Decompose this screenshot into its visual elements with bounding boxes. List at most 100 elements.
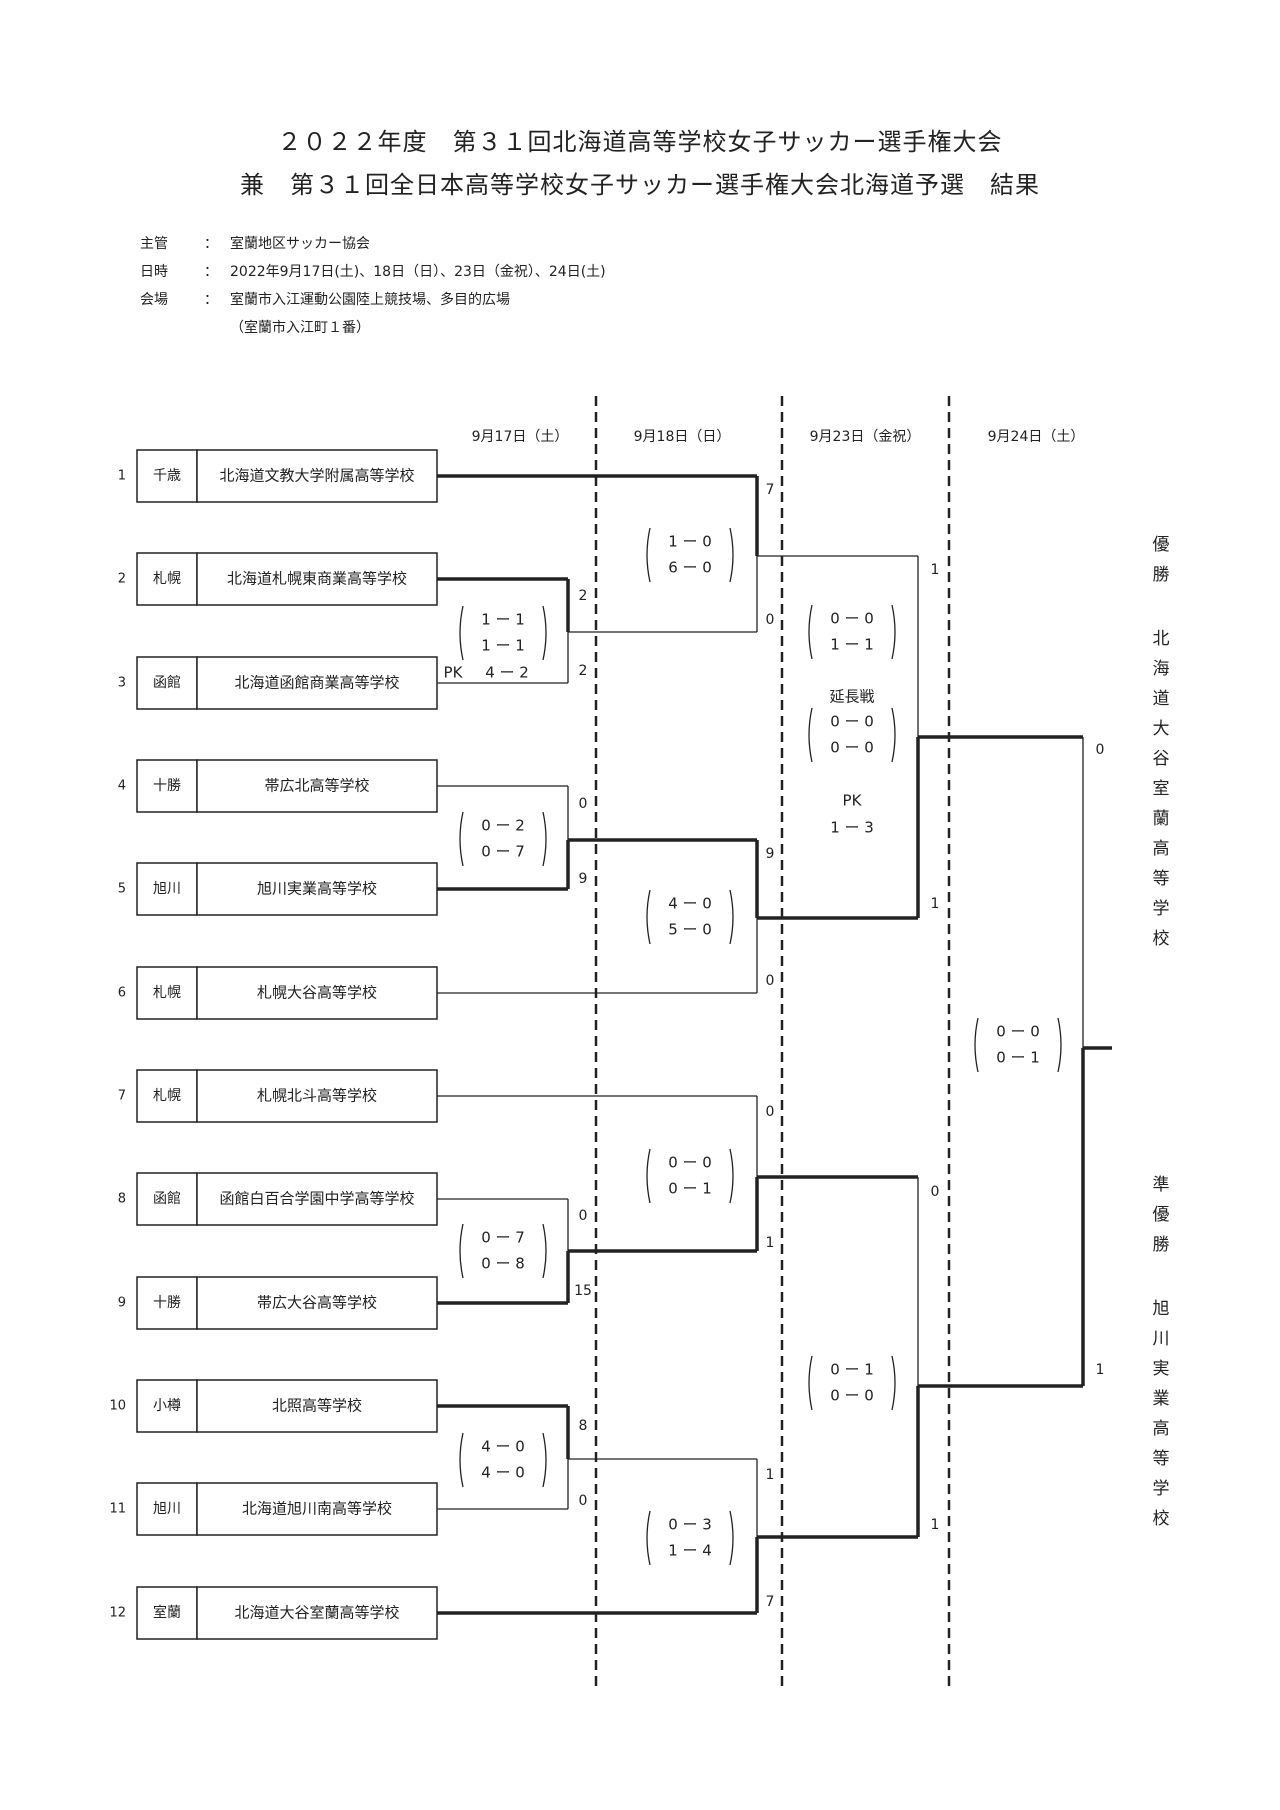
team-name-box: [196, 1586, 438, 1640]
final-score-bottom: 1: [1096, 1362, 1105, 1378]
team-number: 8: [118, 1192, 126, 1207]
team-number: 3: [118, 676, 126, 691]
r1-m4-score-bottom: 0: [579, 1493, 588, 1509]
sf-m2-breakdown-line-1: 0 ー 0: [830, 1387, 874, 1405]
sf-m1-breakdown-left-paren: [808, 604, 813, 660]
venue-value: 室蘭市入江運動公園陸上競技場、多目的広場: [230, 292, 510, 308]
team-region-box: [136, 449, 198, 503]
r1-m3-breakdown-left-paren: [459, 1223, 464, 1279]
team-region-box: [136, 1379, 198, 1433]
team-region: 札幌: [153, 1088, 181, 1104]
runnerup-name: 旭川実業高等学校: [1152, 1299, 1170, 1529]
page-subtitle: 兼 第３１回全日本高等学校女子サッカー選手権大会北海道予選 結果: [240, 171, 1040, 199]
team-name-box: [196, 656, 438, 710]
team-name: 札幌北斗高等学校: [257, 1087, 377, 1105]
r2-m4-breakdown-line-1: 1 ー 4: [668, 1542, 712, 1560]
team-name-box: [196, 1482, 438, 1536]
r2-m4-breakdown-line-0: 0 ー 3: [668, 1516, 712, 1534]
r2-m2-score-bottom: 0: [766, 973, 775, 989]
team-name: 帯広大谷高等学校: [257, 1294, 377, 1312]
team-number: 5: [118, 882, 126, 897]
sf-m1-breakdown-line-1: 1 ー 1: [830, 636, 874, 654]
organizer-colon: ：: [204, 236, 218, 252]
team-region: 小樽: [153, 1397, 181, 1414]
team-region: 函館: [153, 674, 181, 691]
team-region: 函館: [153, 1190, 181, 1207]
r1-m4-score-top: 8: [579, 1418, 588, 1434]
r1-m1-breakdown-right-paren: [542, 605, 547, 661]
team-number: 9: [118, 1296, 126, 1311]
sf-m1-breakdown-right-paren: [891, 604, 896, 660]
team-region-box: [136, 1482, 198, 1536]
sf-m1-et-breakdown-right-paren: [891, 707, 896, 763]
team-number: 10: [109, 1399, 126, 1414]
team-number: 4: [118, 779, 126, 794]
team-region: 札幌: [153, 985, 181, 1001]
runnerup-label: 準優勝: [1152, 1175, 1170, 1255]
r2-m1-breakdown-line-0: 1 ー 0: [668, 533, 712, 551]
team-name: 札幌大谷高等学校: [257, 984, 377, 1002]
r1-m4-breakdown-left-paren: [459, 1432, 464, 1488]
sf-m1-pk-label: PK: [843, 792, 863, 810]
final-score-top: 0: [1096, 742, 1105, 758]
team-region-box: [136, 759, 198, 813]
r2-m3-breakdown-line-1: 0 ー 1: [668, 1180, 712, 1198]
r1-m2-score-bottom: 9: [579, 871, 588, 887]
organizer-label: 主管: [140, 236, 168, 252]
r2-m1-breakdown-left-paren: [646, 527, 651, 583]
team-region: 旭川: [153, 881, 181, 897]
final-breakdown-left-paren: [974, 1017, 979, 1073]
sf-m1-pk-score: 1 ー 3: [830, 819, 874, 837]
team-region-box: [136, 1276, 198, 1330]
team-name: 北照高等学校: [272, 1397, 362, 1415]
sf-m2-breakdown-left-paren: [808, 1355, 813, 1411]
date-header-4: 9月24日（土）: [988, 429, 1085, 445]
sf-m1-et-breakdown-left-paren: [808, 707, 813, 763]
r1-m2-breakdown-line-0: 0 ー 2: [481, 817, 525, 835]
team-name-box: [196, 1379, 438, 1433]
r2-m3-score-bottom: 1: [766, 1235, 775, 1251]
team-region: 十勝: [153, 1295, 181, 1311]
r1-m2-score-top: 0: [579, 796, 588, 812]
r2-m1-breakdown-right-paren: [729, 527, 734, 583]
sf-m2-score-top: 0: [931, 1184, 940, 1200]
team-name-box: [196, 1172, 438, 1226]
date-value: 2022年9月17日(土)、18日（日）、23日（金祝）、24日(土): [230, 264, 606, 280]
team-name: 北海道旭川南高等学校: [242, 1500, 392, 1518]
team-region-box: [136, 1586, 198, 1640]
team-region: 十勝: [153, 778, 181, 794]
r2-m4-breakdown-right-paren: [729, 1510, 734, 1566]
team-region: 千歳: [153, 468, 181, 484]
team-name: 北海道札幌東商業高等学校: [227, 570, 407, 588]
r2-m1-score-top: 7: [766, 482, 775, 498]
r1-m4-breakdown-line-0: 4 ー 0: [481, 1438, 525, 1456]
sf-m1-et-breakdown-line-1: 0 ー 0: [830, 739, 874, 757]
team-name: 函館白百合学園中学高等学校: [219, 1190, 414, 1208]
r1-m1-pk-label: PK: [444, 664, 464, 682]
sf-m2-breakdown-line-0: 0 ー 1: [830, 1361, 874, 1379]
sf-m1-score-bottom: 1: [931, 896, 940, 912]
r1-m3-breakdown-right-paren: [542, 1223, 547, 1279]
r1-m3-score-top: 0: [579, 1208, 588, 1224]
team-name: 北海道大谷室蘭高等学校: [234, 1604, 399, 1622]
r2-m4-score-bottom: 7: [766, 1594, 775, 1610]
team-region: 室蘭: [153, 1604, 181, 1621]
team-name: 帯広北高等学校: [264, 777, 369, 795]
r1-m2-breakdown-left-paren: [459, 811, 464, 867]
team-region: 旭川: [153, 1501, 181, 1517]
r1-m1-breakdown-line-0: 1 ー 1: [481, 611, 525, 629]
team-region-box: [136, 656, 198, 710]
team-region: 札幌: [153, 571, 181, 587]
team-number: 11: [109, 1502, 126, 1517]
team-number: 12: [109, 1606, 126, 1621]
r2-m1-breakdown-line-1: 6 ー 0: [668, 559, 712, 577]
sf-m2-score-bottom: 1: [931, 1517, 940, 1533]
team-region-box: [136, 862, 198, 916]
sf-m1-et-breakdown-line-0: 0 ー 0: [830, 713, 874, 731]
final-breakdown-line-0: 0 ー 0: [996, 1023, 1040, 1041]
sf-m2-breakdown-right-paren: [891, 1355, 896, 1411]
r2-m3-breakdown-line-0: 0 ー 0: [668, 1154, 712, 1172]
team-region-box: [136, 1069, 198, 1123]
team-name-box: [196, 759, 438, 813]
